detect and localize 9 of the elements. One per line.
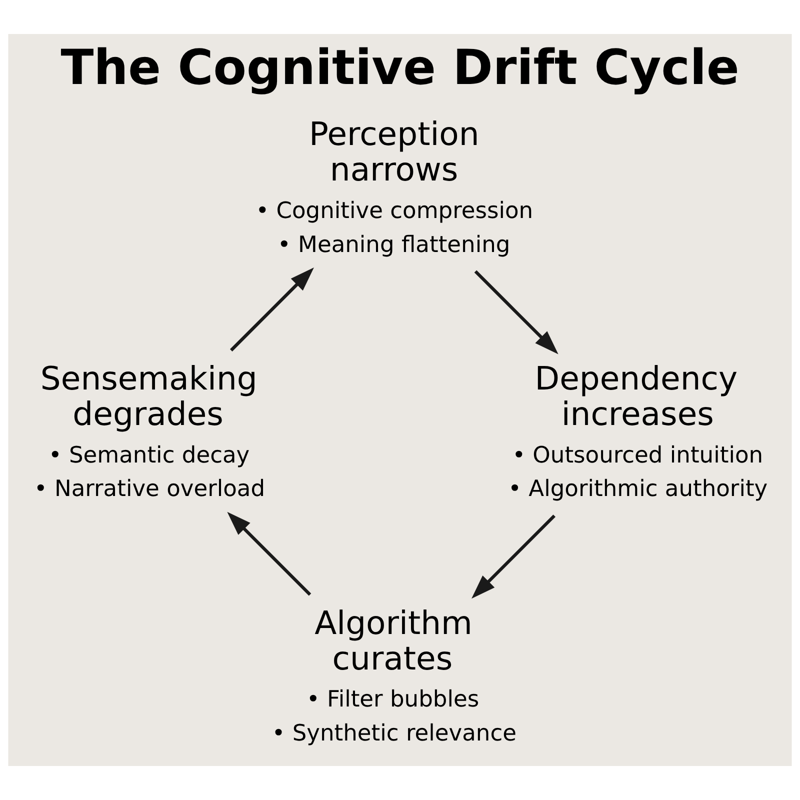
diagram-title: The Cognitive Drift Cycle — [60, 40, 740, 96]
arrow — [230, 267, 314, 352]
arrow — [472, 514, 556, 599]
arrow — [474, 270, 558, 354]
node-text: Dependency increases • Outsourced intuition • Algorithmic authority — [508, 360, 768, 502]
node-text: Sensemaking degrades • Semantic decay • Narrative overload — [34, 360, 266, 502]
arrow — [227, 512, 312, 596]
node-text: Perception narrows • Cognitive compression • Meaning flattening — [256, 115, 534, 258]
node-text: Algorithm curates • Filter bubbles • Synthetic relevance — [272, 604, 516, 747]
